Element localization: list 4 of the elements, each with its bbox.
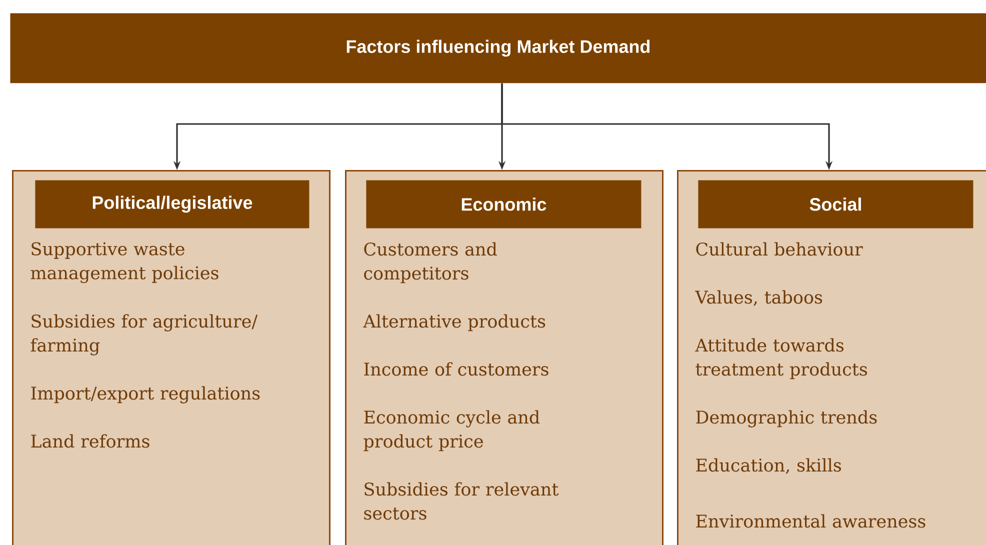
category-header: Economic <box>366 180 642 228</box>
category-header: Political/legislative <box>35 180 310 228</box>
category-header: Social <box>698 180 974 228</box>
title-bar: Factors influencing Market Demand <box>10 13 986 84</box>
